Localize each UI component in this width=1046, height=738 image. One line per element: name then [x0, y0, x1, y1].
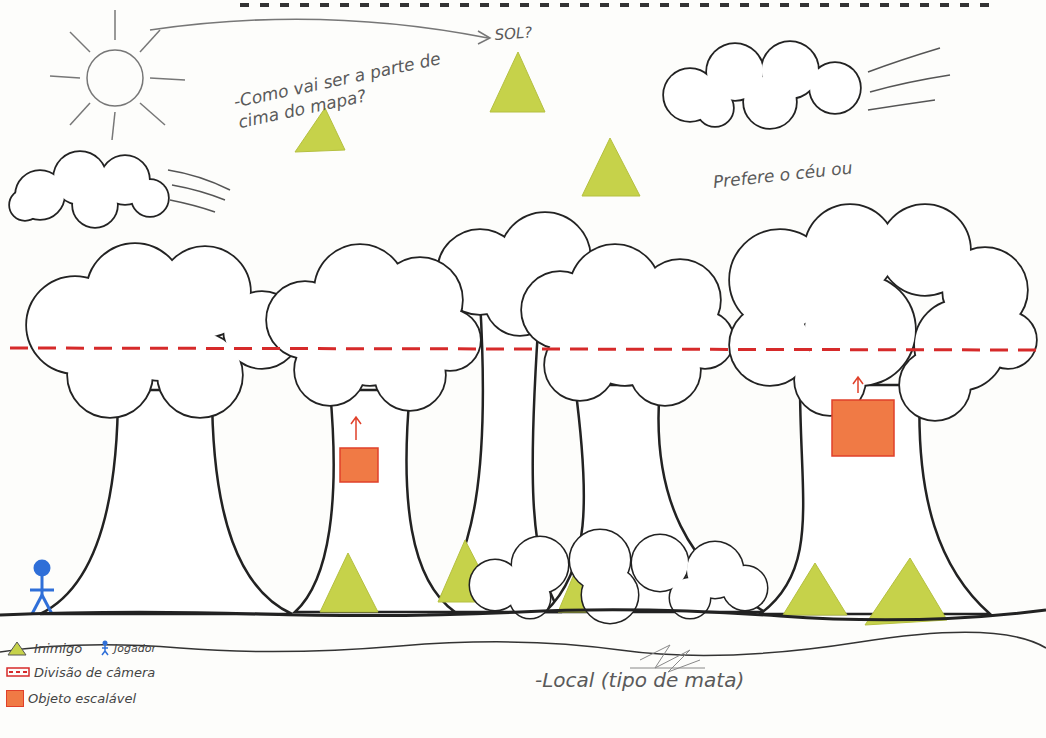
legend-entry: Inimigo	[6, 640, 82, 656]
player	[30, 561, 54, 614]
ground	[0, 610, 1046, 620]
tree	[267, 245, 480, 612]
tree	[27, 244, 300, 614]
legend-entry: Jogador	[100, 640, 156, 656]
note-text: SOL?	[494, 20, 585, 45]
ground	[0, 632, 1046, 655]
scribble	[630, 645, 705, 672]
legend-text: Inimigo	[34, 641, 82, 656]
cloud	[10, 152, 230, 227]
camera-division	[10, 348, 1040, 350]
note-text: -Local (tipo de mata)	[535, 668, 855, 693]
page-edge	[240, 3, 1000, 7]
note-text: Prefere o céu ou	[712, 143, 993, 193]
climbable-object	[340, 377, 894, 482]
legend-sample	[100, 640, 110, 656]
legend-text: Jogador	[114, 642, 156, 655]
legend-sample	[6, 640, 30, 656]
legend-swatch	[6, 690, 24, 707]
legend-text: Objeto escalável	[28, 691, 136, 706]
cloud	[664, 42, 950, 128]
tree	[730, 205, 1036, 614]
legend-text: Divisão de câmera	[34, 665, 155, 680]
note-text: -Como vai ser a parte de cima do mapa?	[232, 47, 451, 133]
legend-sample	[6, 664, 30, 680]
legend-entry: Divisão de câmera	[6, 664, 155, 680]
legend-entry: Objeto escalável	[6, 690, 136, 707]
sun	[50, 10, 490, 140]
